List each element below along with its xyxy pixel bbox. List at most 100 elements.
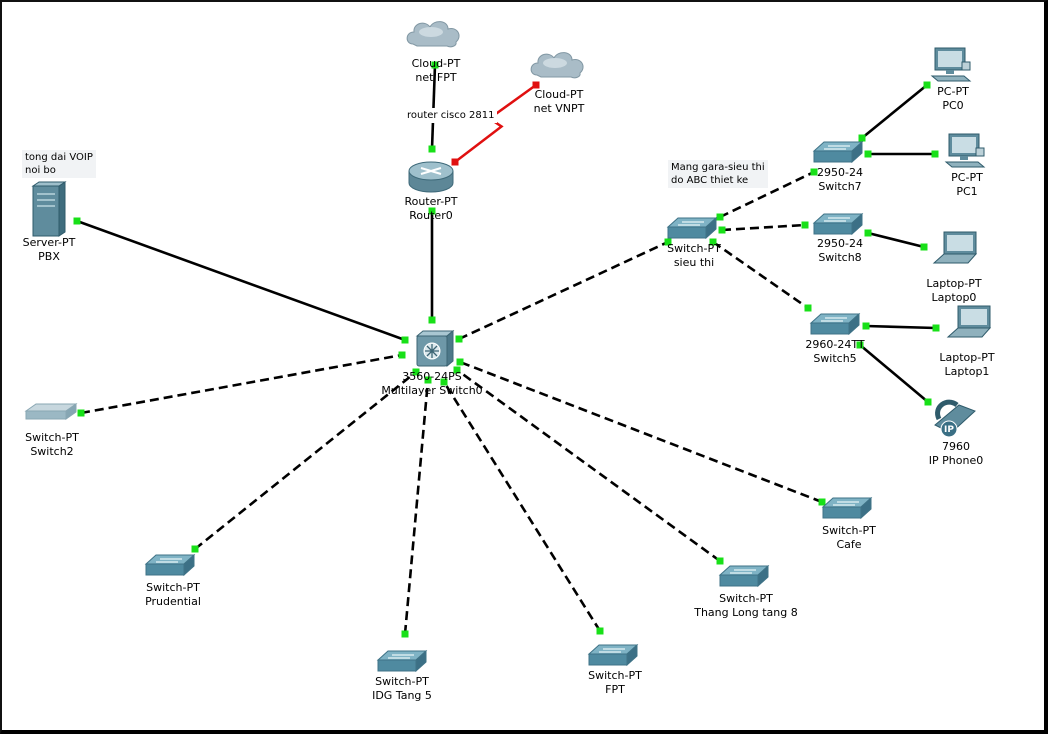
pc-icon[interactable] <box>944 133 986 168</box>
device-model-label: Switch-PT <box>375 675 429 688</box>
device-name-label: Prudential <box>145 595 201 608</box>
port-status-indicator <box>451 158 459 166</box>
cloud-icon[interactable] <box>530 52 584 79</box>
device-name-label: Laptop0 <box>932 291 977 304</box>
link-sw_sieuthi-switch5[interactable] <box>712 240 809 310</box>
link-mls0-sw_idg[interactable] <box>403 379 430 635</box>
device-model-label: Switch-PT <box>667 242 721 255</box>
port-status-indicator <box>456 358 464 366</box>
switch-icon[interactable] <box>376 649 428 673</box>
link-switch5-laptop1[interactable] <box>865 324 937 330</box>
link-mls0-sw_thanglong[interactable] <box>456 368 721 563</box>
port-status-indicator <box>73 217 81 225</box>
link-cloud_vnpt-router0[interactable] <box>454 83 537 163</box>
port-status-indicator <box>428 207 436 215</box>
link-mls0-sw_fpt[interactable] <box>442 381 602 632</box>
port-status-indicator <box>856 341 864 349</box>
port-status-indicator <box>455 335 463 343</box>
switch-icon[interactable] <box>718 564 770 588</box>
device-model-label: Switch-PT <box>146 581 200 594</box>
link-cloud_fpt-router0[interactable] <box>430 64 437 150</box>
switch-icon[interactable] <box>821 496 873 520</box>
link-sw_sieuthi-switch7[interactable] <box>719 170 815 219</box>
port-status-indicator <box>862 322 870 330</box>
device-name-label: PC1 <box>956 185 977 198</box>
device-name-label: Thang Long tang 8 <box>693 606 798 619</box>
ip-phone-icon[interactable]: IP <box>934 399 976 438</box>
port-status-indicator <box>804 304 812 312</box>
switch-icon[interactable] <box>144 553 196 577</box>
switch-icon[interactable] <box>812 212 864 236</box>
note-gara[interactable]: Mang gara-sieu thi do ABC thiet ke <box>668 160 768 188</box>
multilayer-switch-icon[interactable] <box>415 329 455 368</box>
port-status-indicator <box>810 168 818 176</box>
link-mls0-switch2[interactable] <box>80 353 403 415</box>
link-mls0-sw_sieuthi[interactable] <box>458 240 669 341</box>
link-mls0-sw_cafe[interactable] <box>459 360 823 504</box>
link-mls0-sw_prudential[interactable] <box>194 370 417 551</box>
device-model-label: 2960-24TT <box>805 338 864 351</box>
port-status-indicator <box>398 351 406 359</box>
link-sw_sieuthi-switch8[interactable] <box>721 223 806 232</box>
pc-icon[interactable] <box>930 47 972 82</box>
note-router-model[interactable]: router cisco 2811 <box>404 108 498 123</box>
device-model-label: Switch-PT <box>588 669 642 682</box>
note-voip-line2: noi bo <box>25 165 56 176</box>
port-status-indicator <box>709 238 717 246</box>
device-model-label: 2950-24 <box>817 166 863 179</box>
laptop-icon[interactable] <box>932 231 978 264</box>
link-switch5-ipphone0[interactable] <box>859 344 929 403</box>
router-icon[interactable] <box>408 161 454 193</box>
switch-icon[interactable] <box>24 403 78 420</box>
laptop-icon[interactable] <box>946 305 992 338</box>
port-status-indicator <box>401 630 409 638</box>
note-gara-line1: Mang gara-sieu thi <box>671 162 765 173</box>
switch-icon[interactable] <box>587 643 639 667</box>
server-icon[interactable] <box>31 181 67 237</box>
switch-icon[interactable] <box>809 312 861 336</box>
port-status-indicator <box>818 498 826 506</box>
device-name-label: Switch2 <box>30 445 73 458</box>
device-model-label: 7960 <box>942 440 970 453</box>
device-name-label: PC0 <box>942 99 963 112</box>
link-switch7-pc0[interactable] <box>861 83 928 140</box>
port-status-indicator <box>664 238 672 246</box>
device-name-label: sieu thi <box>674 256 714 269</box>
port-status-indicator <box>920 243 928 251</box>
port-status-indicator <box>932 324 940 332</box>
device-name-label: Router0 <box>409 209 452 222</box>
link-switch8-laptop0[interactable] <box>867 231 925 249</box>
switch-icon[interactable] <box>812 140 864 164</box>
cloud-icon[interactable] <box>406 21 460 48</box>
port-status-indicator <box>77 409 85 417</box>
device-name-label: IP Phone0 <box>929 454 983 467</box>
link-server_pbx-mls0[interactable] <box>76 219 406 342</box>
port-status-indicator <box>718 226 726 234</box>
port-status-indicator <box>923 81 931 89</box>
note-voip[interactable]: tong dai VOIP noi bo <box>22 150 96 178</box>
port-status-indicator <box>858 134 866 142</box>
switch-icon[interactable] <box>666 216 718 240</box>
